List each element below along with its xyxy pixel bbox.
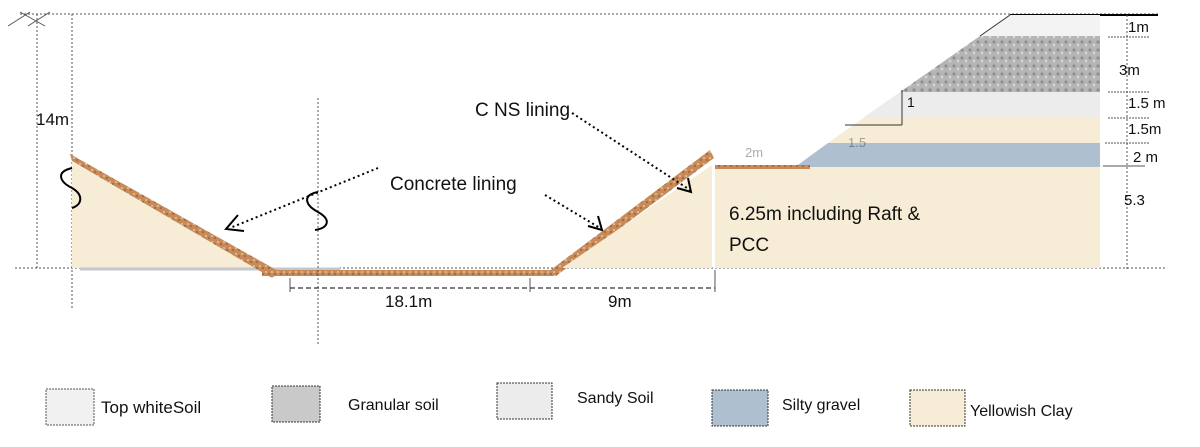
bed-lining: [262, 270, 554, 276]
legend-label: Yellowish Clay: [970, 403, 1073, 420]
arrow-right-lining: [544, 194, 601, 229]
arrow-cns-lining: [571, 112, 691, 191]
berm-width-label: 2m: [745, 145, 763, 160]
right-slope-lining: [548, 150, 714, 276]
top-white-soil-layer: [980, 15, 1100, 36]
break-symbol-icon: [60, 167, 82, 209]
layer-thickness-2: 3m: [1119, 62, 1140, 79]
granular-soil-layer: [900, 36, 1100, 92]
legend-swatch-granular-soil: [271, 385, 321, 423]
bottom-width-label: 18.1m: [385, 292, 432, 311]
slope-ratio-vertical: 1: [907, 94, 915, 110]
silty-gravel-layer: [795, 143, 1100, 167]
layer-ticks: [1103, 36, 1150, 167]
legend: Top whiteSoil Granular soil Sandy Soil S…: [45, 382, 1073, 427]
arrowhead-icon: [676, 177, 693, 194]
layer-thickness-6: 5.3: [1124, 192, 1145, 209]
arrow-left-lining: [229, 167, 379, 229]
cns-lining-label: C NS lining: [475, 100, 570, 121]
left-slope-lining: [70, 154, 280, 278]
yellowish-clay-layer: [715, 167, 1100, 268]
slope-width-label: 9m: [608, 292, 632, 311]
sandy-soil-layer: [863, 92, 1100, 118]
foundation-note-1: 6.25m including Raft &: [729, 204, 920, 225]
slope-top-line: [979, 14, 1011, 37]
break-symbol-icon: [306, 191, 328, 231]
layer-thickness-4: 1.5m: [1128, 121, 1161, 138]
total-height-label: 14m: [36, 110, 69, 129]
legend-label: Silty gravel: [782, 397, 860, 414]
yellowish-clay-band: [828, 118, 1100, 143]
foundation-note-2: PCC: [729, 235, 769, 256]
legend-label: Top whiteSoil: [101, 398, 201, 417]
right-clay-fill: [562, 165, 712, 268]
legend-swatch-silty-gravel: [711, 389, 769, 427]
layer-thickness-3: 1.5 m: [1128, 95, 1166, 112]
slope-ratio-horizontal: 1.5: [848, 135, 866, 150]
legend-swatch-yellowish-clay: [909, 389, 966, 427]
level-marker-icon: [7, 11, 51, 27]
legend-swatch-sandy-soil: [496, 382, 553, 420]
arrowhead-icon: [224, 214, 245, 232]
arrowhead-icon: [587, 215, 604, 232]
legend-label: Granular soil: [348, 397, 439, 414]
berm-lining: [715, 165, 810, 169]
legend-swatch-top-white-soil: [45, 388, 95, 426]
legend-label: Sandy Soil: [577, 390, 654, 407]
concrete-lining-label: Concrete lining: [390, 174, 517, 195]
layer-thickness-1: 1m: [1128, 19, 1149, 36]
layer-thickness-5: 2 m: [1133, 149, 1158, 166]
